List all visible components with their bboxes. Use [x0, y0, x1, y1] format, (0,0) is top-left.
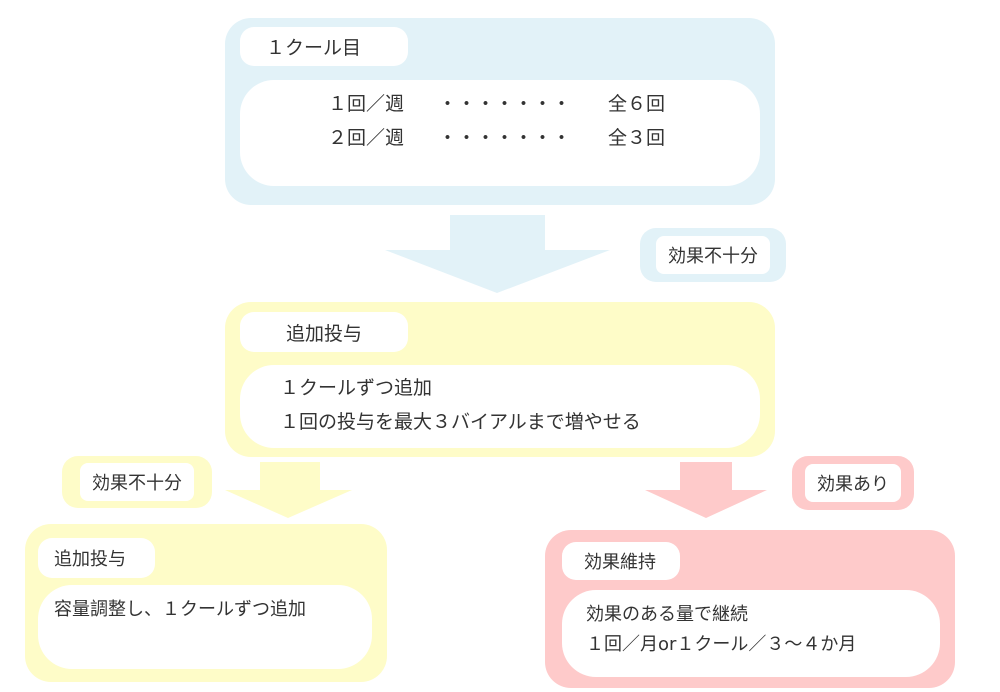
leader-dots: ・・・・・・・ — [438, 93, 572, 115]
schedule-label: １回／週 — [328, 93, 405, 115]
schedule-row: １回／週 ・・・・・・・ 全６回 — [328, 87, 760, 121]
content-line: 効果のある量で継続 — [586, 604, 748, 625]
additional-content: １クールずつ追加 １回の投与を最大３バイアルまで増やせる — [240, 365, 760, 448]
schedule-row: ２回／週 ・・・・・・・ 全３回 — [328, 121, 760, 155]
schedule-total: 全６回 — [608, 93, 666, 115]
tag-label: 効果あり — [805, 464, 901, 502]
maintain-box: 効果維持 効果のある量で継続 １回／月or１クール／３～４か月 — [545, 530, 955, 688]
additional2-title: 追加投与 — [38, 538, 155, 578]
arrow-down-blue — [385, 215, 610, 293]
cycle1-box: １クール目 １回／週・・・・・・・全６回 ２回／週・・・・・・・全３回 — [225, 18, 775, 205]
tag-insufficient: 効果不十分 — [640, 228, 786, 282]
content-line: １クールずつ追加 — [280, 377, 433, 399]
schedule-label: ２回／週 — [328, 127, 405, 149]
tag-effective: 効果あり — [792, 456, 914, 510]
maintain-title: 効果維持 — [562, 542, 680, 580]
arrow-down-pink — [645, 462, 767, 518]
cycle1-content: １回／週・・・・・・・全６回 ２回／週・・・・・・・全３回 — [240, 80, 760, 186]
arrow-down-yellow — [225, 462, 352, 518]
additional-title: 追加投与 — [240, 312, 408, 352]
cycle1-title: １クール目 — [240, 27, 408, 66]
additional2-content: 容量調整し、１クールずつ追加 — [38, 585, 372, 669]
schedule-total: 全３回 — [608, 127, 666, 149]
content-line: １回／月or１クール／３～４か月 — [586, 634, 857, 655]
tag-label: 効果不十分 — [656, 236, 770, 274]
tag-insufficient: 効果不十分 — [62, 456, 212, 508]
tag-label: 効果不十分 — [80, 463, 194, 501]
additional-box: 追加投与 １クールずつ追加 １回の投与を最大３バイアルまで増やせる — [225, 302, 775, 457]
content-line: 容量調整し、１クールずつ追加 — [54, 599, 306, 620]
additional2-box: 追加投与 容量調整し、１クールずつ追加 — [25, 524, 387, 682]
leader-dots: ・・・・・・・ — [438, 127, 572, 149]
content-line: １回の投与を最大３バイアルまで増やせる — [280, 411, 641, 433]
maintain-content: 効果のある量で継続 １回／月or１クール／３～４か月 — [562, 590, 940, 677]
